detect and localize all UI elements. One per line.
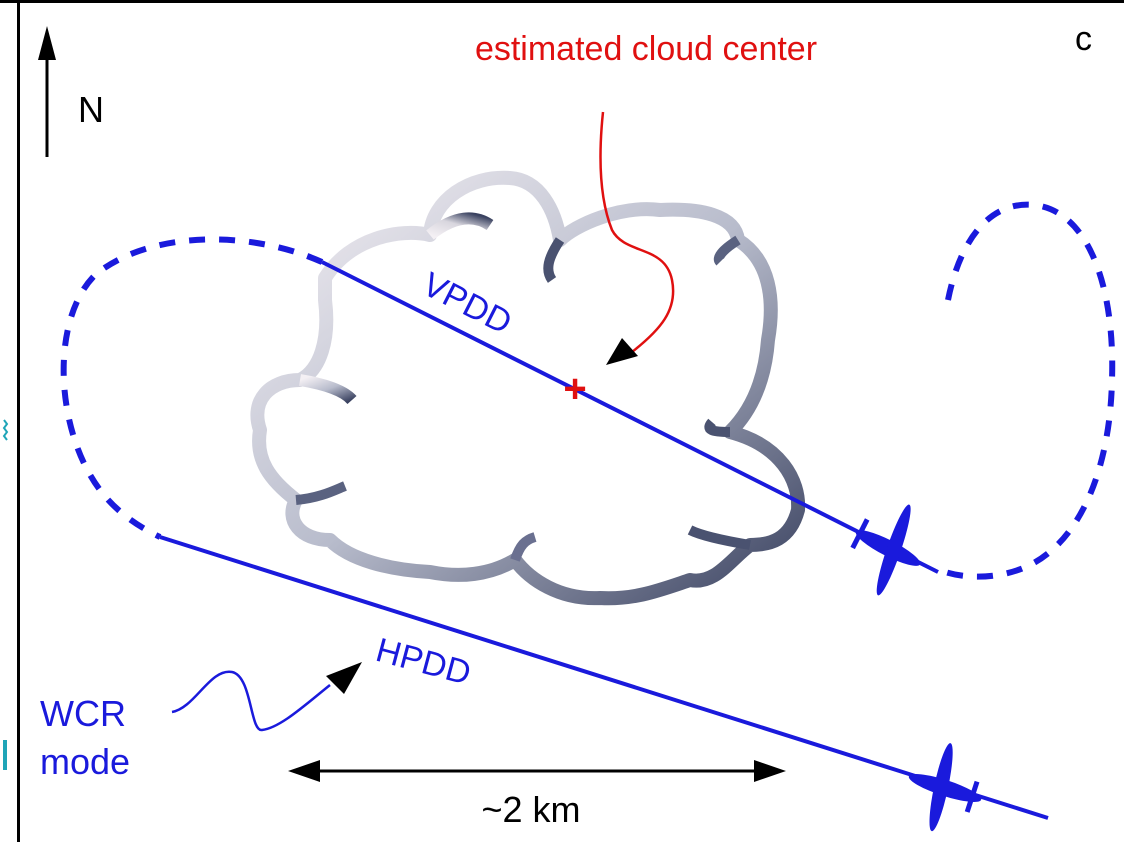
cloud-center-label: estimated cloud center <box>475 30 817 68</box>
scale-label: ~2 km <box>481 789 580 830</box>
vpdd-flight-line <box>321 260 939 574</box>
cloud-center-arrow-icon <box>599 111 675 365</box>
left-turn-dashed-track <box>60 236 324 540</box>
north-label: N <box>78 89 104 130</box>
panel-letter: c <box>1075 20 1092 58</box>
wcr-mode-label-line1: WCR <box>40 693 126 734</box>
right-turn-dashed-track <box>933 201 1116 580</box>
cut-off-marks <box>2 419 9 770</box>
aircraft-hpdd-icon <box>908 743 982 832</box>
wcr-mode-arrow-icon <box>171 662 362 732</box>
cloud-outline <box>250 170 806 606</box>
scale-bar <box>288 760 786 782</box>
north-arrow-icon <box>38 26 56 157</box>
wcr-mode-label-line2: mode <box>40 741 130 782</box>
cloud-center-marker: + <box>563 367 586 411</box>
hpdd-flight-line <box>159 535 1049 820</box>
aircraft-vpdd-icon <box>850 504 921 596</box>
